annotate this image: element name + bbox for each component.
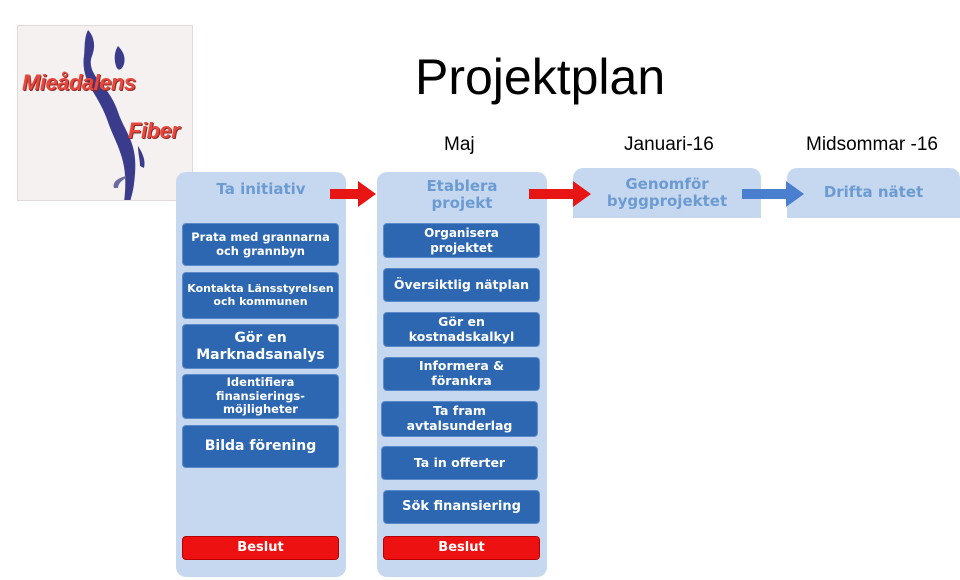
milestone-label-1: Maj <box>444 134 475 155</box>
milestone-label-3: Midsommar -16 <box>806 134 938 155</box>
decision-box-1: Beslut <box>182 536 339 560</box>
task-talk-neighbors: Prata med grannarna och grannbyn <box>182 223 339 266</box>
association-logo: Mieådalens Fiber <box>17 25 193 201</box>
logo-text-line1: Mieådalens <box>22 70 136 95</box>
task-organize-project-label: Organisera projektet <box>424 226 499 255</box>
task-market-analysis: Gör en Marknadsanalys <box>182 324 339 369</box>
task-seek-funding: Sök finansiering <box>383 490 540 524</box>
milestone-label-2: Januari-16 <box>624 134 714 155</box>
lake-map-graphic <box>83 30 145 200</box>
task-identify-funding-label: Identifiera finansierings-möjligheter <box>216 375 305 417</box>
task-collect-offers: Ta in offerter <box>381 446 538 480</box>
task-agreement-basis-label: Ta fram avtalsunderlag <box>406 403 513 433</box>
task-inform-anchor-label: Informera & förankra <box>418 358 505 388</box>
phase-header-build-label: Genomför byggprojektet <box>606 174 728 210</box>
task-contact-authorities: Kontakta Länsstyrelsen och kommunen <box>182 272 339 319</box>
task-identify-funding: Identifiera finansierings-möjligheter <box>182 374 339 419</box>
phase-header-establish: Etablera projekt <box>377 172 547 218</box>
task-form-association: Bilda förening <box>182 425 339 468</box>
task-cost-calculation: Gör en kostnadskalkyl <box>383 312 540 347</box>
arrow-right-icon <box>742 181 804 207</box>
phase-header-operate: Drifta nätet <box>787 168 960 218</box>
phase-header-establish-label: Etablera projekt <box>426 176 498 212</box>
phase-header-build: Genomför byggprojektet <box>573 168 761 218</box>
page-title: Projektplan <box>415 49 666 105</box>
task-network-plan: Översiktlig nätplan <box>383 268 540 302</box>
task-cost-calculation-label: Gör en kostnadskalkyl <box>408 313 515 344</box>
arrow-right-icon <box>529 181 591 207</box>
phase-header-initiative: Ta initiativ <box>216 180 306 199</box>
task-organize-project: Organisera projektet <box>383 223 540 258</box>
arrow-right-icon <box>330 181 376 207</box>
decision-box-2: Beslut <box>383 536 540 560</box>
task-agreement-basis: Ta fram avtalsunderlag <box>381 401 538 437</box>
task-inform-anchor: Informera & förankra <box>383 357 540 391</box>
logo-text-line2: Fiber <box>128 118 180 143</box>
